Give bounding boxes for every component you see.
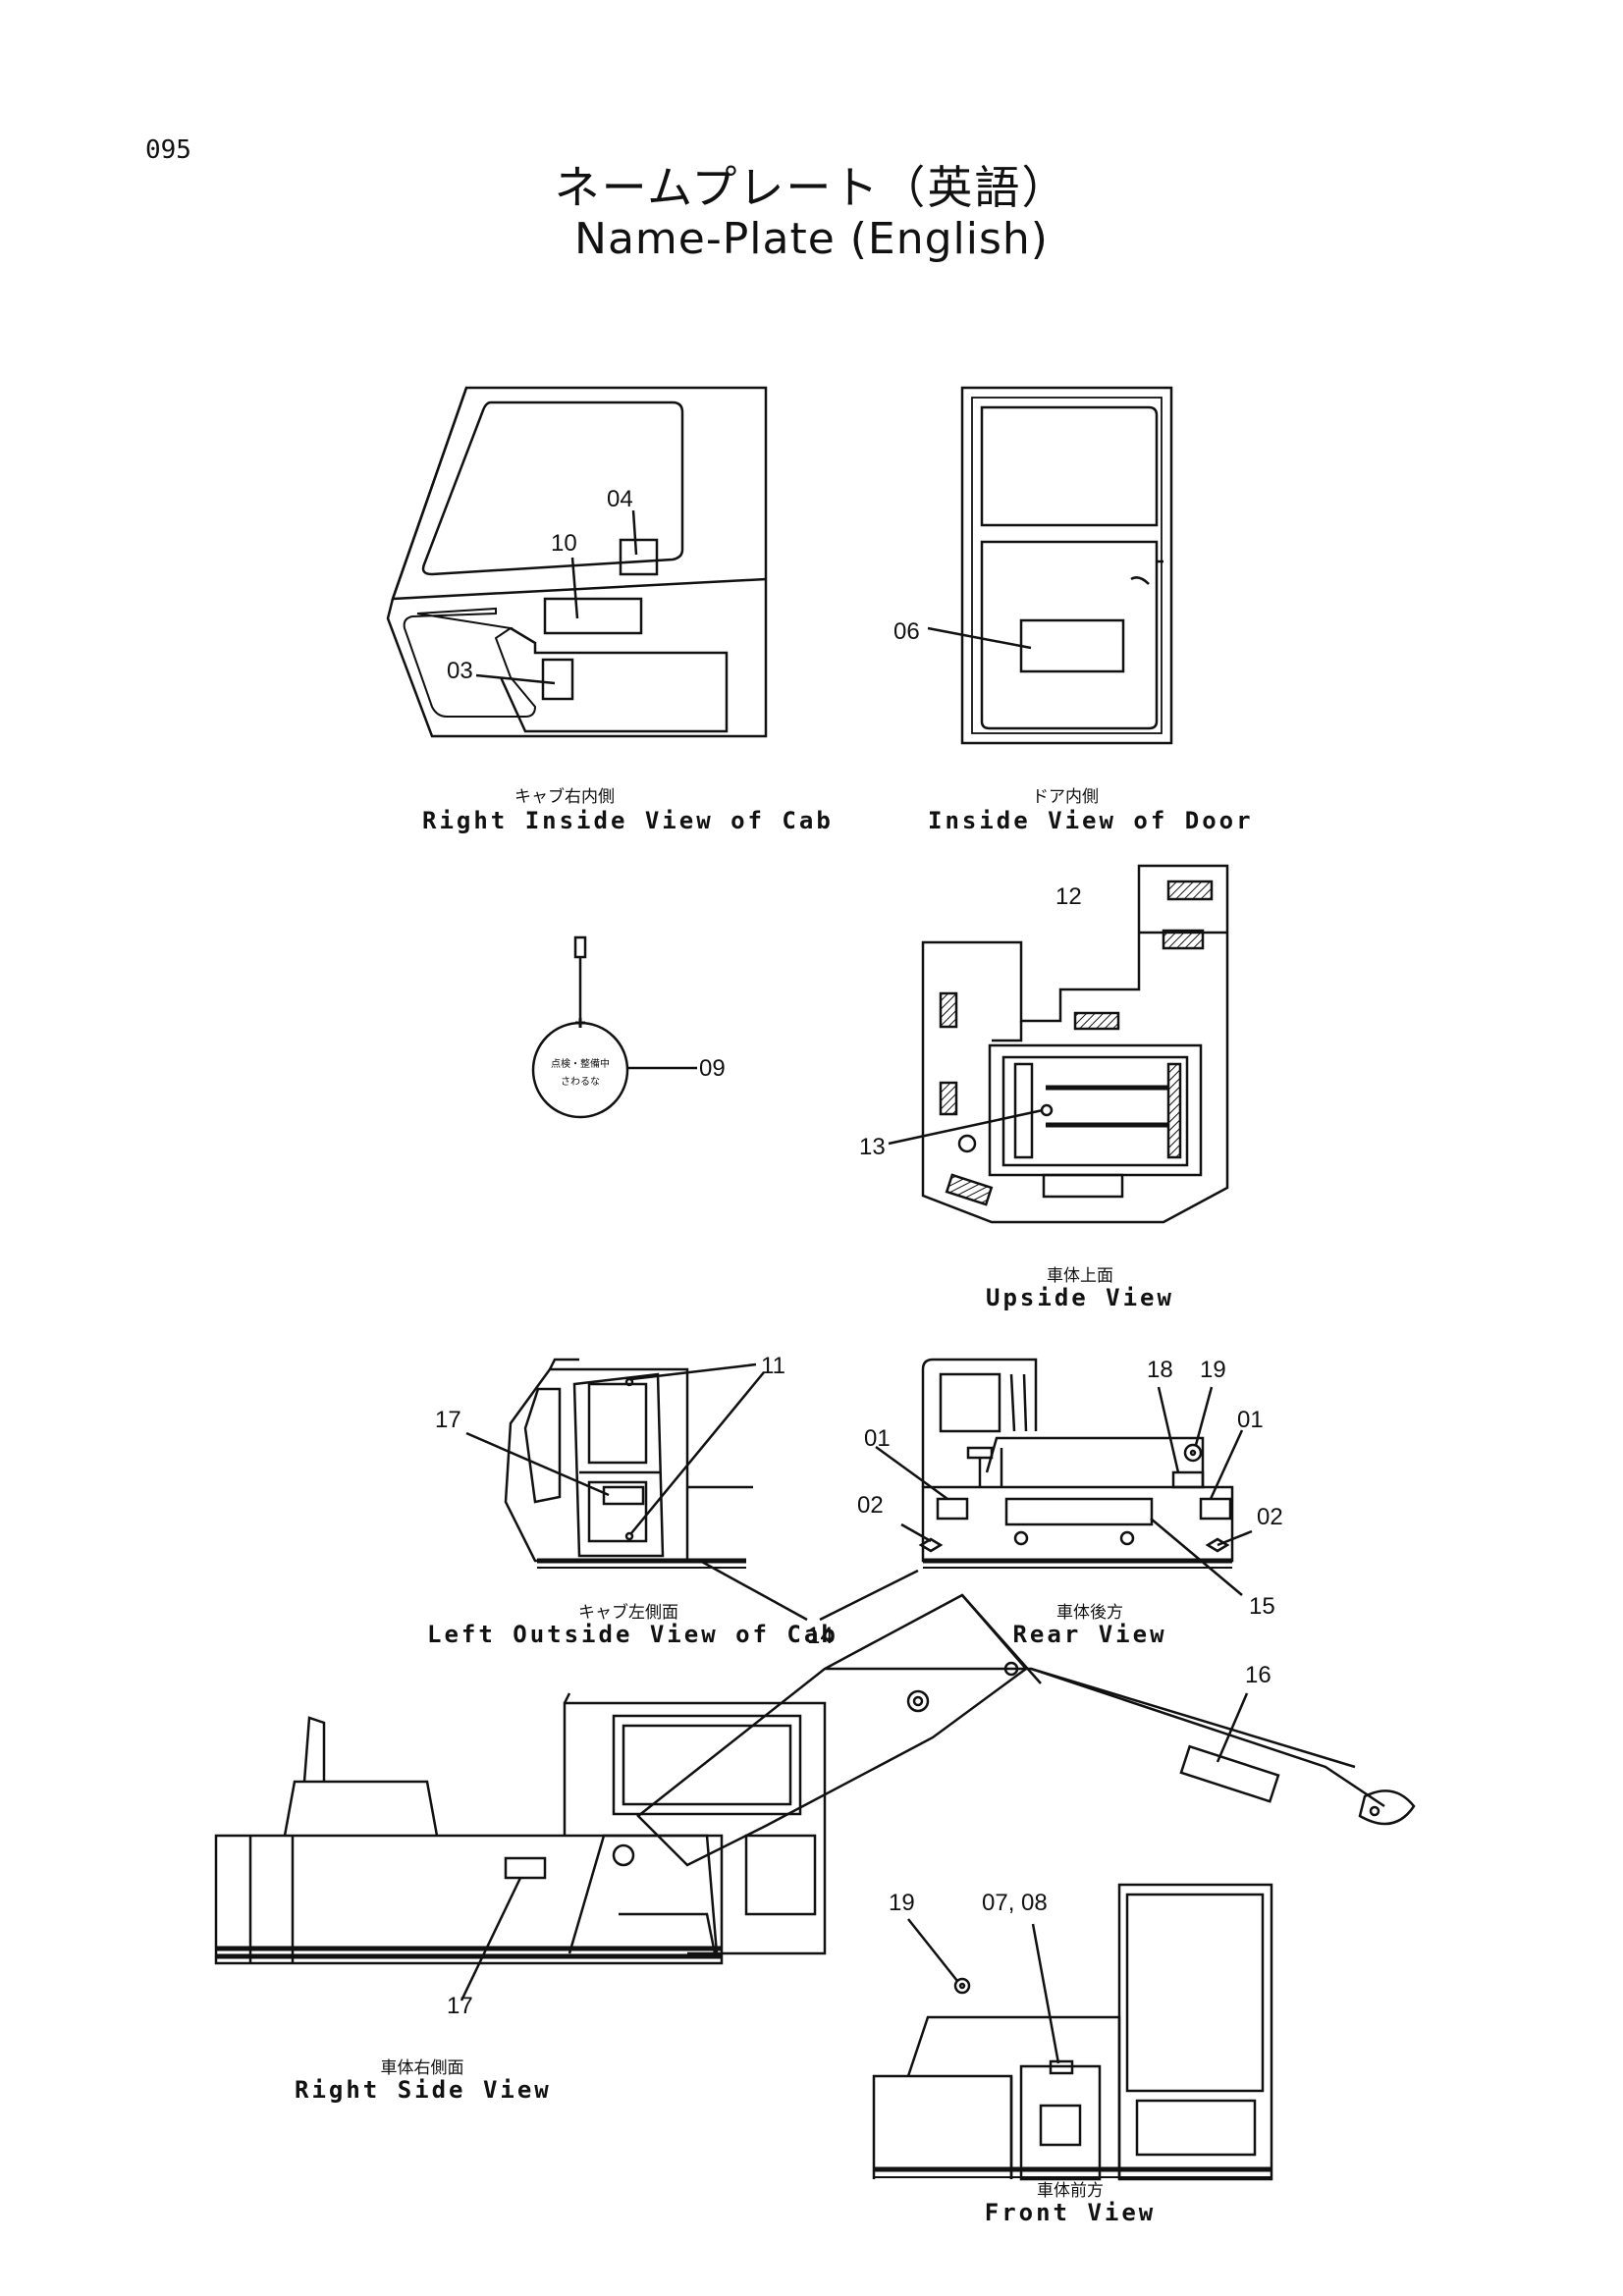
callout-01-right: 01 <box>1237 1407 1264 1433</box>
callout-02-right: 02 <box>1257 1504 1283 1530</box>
page-title-jp: ネームプレート（英語） <box>554 161 1069 214</box>
upside-view-drawing <box>888 864 1229 1224</box>
front-view-drawing <box>872 1883 1273 2181</box>
rear-view-drawing <box>819 1358 1253 1622</box>
callout-09: 09 <box>699 1055 726 1082</box>
caption-en-cab-left: Left Outside View of Cab <box>427 1621 839 1648</box>
plate-16 <box>1179 1744 1280 1803</box>
cab-left-outside-drawing <box>465 1358 808 1622</box>
callout-11: 11 <box>761 1353 785 1379</box>
plate-07-08 <box>1049 2059 1074 2075</box>
callout-15: 15 <box>1249 1593 1275 1620</box>
caption-jp-door: ドア内側 <box>1032 787 1099 807</box>
callout-13: 13 <box>859 1134 886 1160</box>
caption-en-side: Right Side View <box>295 2076 552 2104</box>
caption-en-rear: Rear View <box>1012 1621 1167 1648</box>
plate-18 <box>1171 1470 1205 1489</box>
caption-en-upside: Upside View <box>986 1284 1174 1311</box>
caption-jp-side: 車体右側面 <box>380 2058 464 2078</box>
plate-10 <box>543 597 643 635</box>
plate-06 <box>1019 618 1125 673</box>
callout-06: 06 <box>893 618 920 645</box>
caption-jp-cab-right: キャブ右内側 <box>514 787 615 807</box>
warning-tag-drawing <box>531 935 697 1119</box>
callout-01-left: 01 <box>864 1425 891 1452</box>
caption-jp-cab-left: キャブ左側面 <box>578 1603 678 1623</box>
tag-text-2: さわるな <box>561 1077 600 1088</box>
page-number: 095 <box>145 135 191 165</box>
page-title-en: Name-Plate (English) <box>574 214 1049 264</box>
tag-text-1: 点検・整備中 <box>551 1059 610 1070</box>
plate-01-left <box>936 1497 969 1521</box>
right-side-view-drawing <box>214 1593 1416 2002</box>
caption-jp-upside: 車体上面 <box>1047 1266 1113 1286</box>
plate-03 <box>541 658 574 701</box>
callout-19-rear: 19 <box>1200 1357 1226 1383</box>
callout-04: 04 <box>607 486 633 512</box>
plate-01-right <box>1199 1497 1232 1521</box>
callout-16: 16 <box>1245 1662 1271 1688</box>
callout-18: 18 <box>1147 1357 1173 1383</box>
caption-en-front: Front View <box>984 2199 1157 2226</box>
caption-en-cab-right: Right Inside View of Cab <box>422 807 834 834</box>
callout-03: 03 <box>447 658 473 684</box>
door-inside-drawing <box>927 386 1173 745</box>
callout-10: 10 <box>551 530 577 557</box>
callout-07-08: 07, 08 <box>982 1890 1048 1916</box>
cab-right-inside-drawing <box>386 386 768 738</box>
callout-02-left: 02 <box>857 1492 884 1519</box>
caption-en-door: Inside View of Door <box>928 807 1254 834</box>
callout-12: 12 <box>1055 883 1082 910</box>
callout-14: 14 <box>807 1623 834 1649</box>
caption-jp-front: 車体前方 <box>1037 2181 1104 2201</box>
plate-17-side <box>504 1856 547 1880</box>
callout-17-side: 17 <box>447 1993 473 2019</box>
plate-15 <box>1004 1497 1154 1526</box>
caption-jp-rear: 車体後方 <box>1056 1603 1123 1623</box>
plate-04 <box>619 538 659 576</box>
callout-17-cab: 17 <box>435 1407 461 1433</box>
callout-19-front: 19 <box>889 1890 915 1916</box>
plate-17-cab <box>602 1485 645 1506</box>
